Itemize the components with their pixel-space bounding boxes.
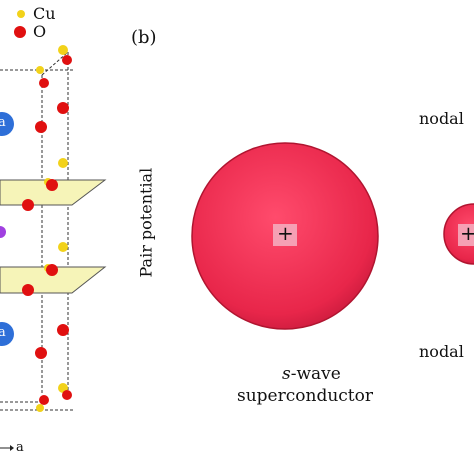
legend-cu-label: Cu <box>33 4 56 23</box>
right-plus-box <box>458 224 474 246</box>
pair-potential-label: Pair potential <box>136 167 156 278</box>
legend-cu-marker <box>17 10 25 18</box>
swave-s: s <box>282 364 291 384</box>
blue-atom-upper <box>0 112 14 136</box>
legend-o-label: O <box>33 22 47 41</box>
purple-atom <box>0 226 6 238</box>
legend-o-marker <box>14 26 26 38</box>
blue-atom-lower <box>0 322 14 346</box>
superconductor-caption: superconductor <box>237 386 373 406</box>
swave-suffix: -wave <box>290 364 341 384</box>
unit-cell-edges <box>0 51 75 411</box>
center-plus-sign: + <box>277 221 294 245</box>
a-axis-arrowhead <box>10 445 14 451</box>
nodal-label-top: nodal <box>419 109 464 128</box>
panel-b-label: (b) <box>131 27 157 48</box>
swave-caption: s-wave <box>282 364 341 384</box>
blue-atom-label-lower: a <box>0 325 6 340</box>
blue-atom-label-upper: a <box>0 115 6 130</box>
a-axis-label: a <box>16 440 24 455</box>
o-atoms <box>22 55 72 405</box>
cuo2-plane-upper <box>0 179 107 206</box>
nodal-label-bottom: nodal <box>419 342 464 361</box>
center-plus-box <box>273 224 297 246</box>
right-plus-sign: + <box>460 221 474 245</box>
